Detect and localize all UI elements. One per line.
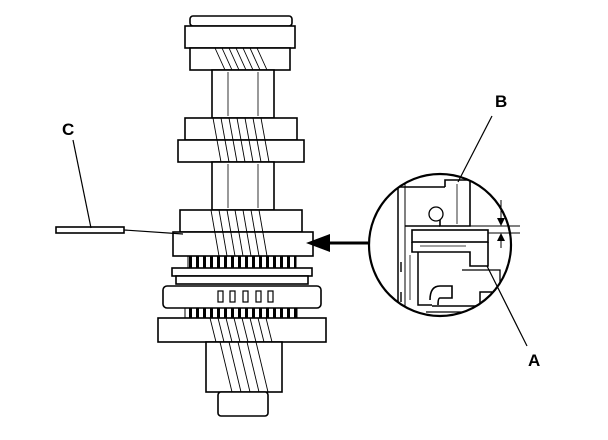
- synchro-ring-lower: [175, 275, 309, 285]
- feeler-gauge: [55, 226, 184, 235]
- bottom-gear-hatch: [209, 317, 273, 343]
- second-gear-hatch: [212, 117, 270, 163]
- top-gear-upper: [184, 25, 296, 49]
- lower-teeth: [184, 307, 298, 319]
- clearance-dimension: [470, 200, 520, 248]
- detail-view: [367, 172, 520, 318]
- callout-a-leader: [486, 265, 528, 347]
- bottom-gear: [157, 317, 327, 343]
- hub-slots: [217, 290, 274, 303]
- shaft-neck-upper: [211, 69, 275, 119]
- second-gear-upper: [184, 117, 298, 141]
- second-gear-lower: [177, 139, 305, 163]
- shaft-top-cap: [189, 15, 293, 27]
- synchro-hub: [162, 285, 322, 309]
- detail-gear-face: [411, 229, 489, 243]
- top-gear-hatch: [214, 47, 268, 71]
- synchro-teeth: [187, 255, 297, 269]
- callout-c-label: C: [62, 120, 74, 139]
- shaft-assembly: [157, 15, 327, 417]
- shaft-neck-middle: [211, 161, 275, 211]
- callout-b-leader: [457, 115, 493, 183]
- detail-arrow: [306, 234, 368, 252]
- third-gear-upper: [179, 209, 303, 233]
- shaft-lower-hatch: [219, 341, 269, 393]
- synchro-ring: [171, 267, 313, 277]
- callout-b-label: B: [495, 92, 507, 111]
- top-gear-lower: [189, 47, 291, 71]
- third-gear-hatch: [210, 209, 268, 257]
- third-gear-lower: [172, 231, 314, 257]
- shaft-end: [217, 391, 269, 417]
- callout-c-leader: [72, 139, 92, 229]
- callout-a-label: A: [528, 351, 540, 370]
